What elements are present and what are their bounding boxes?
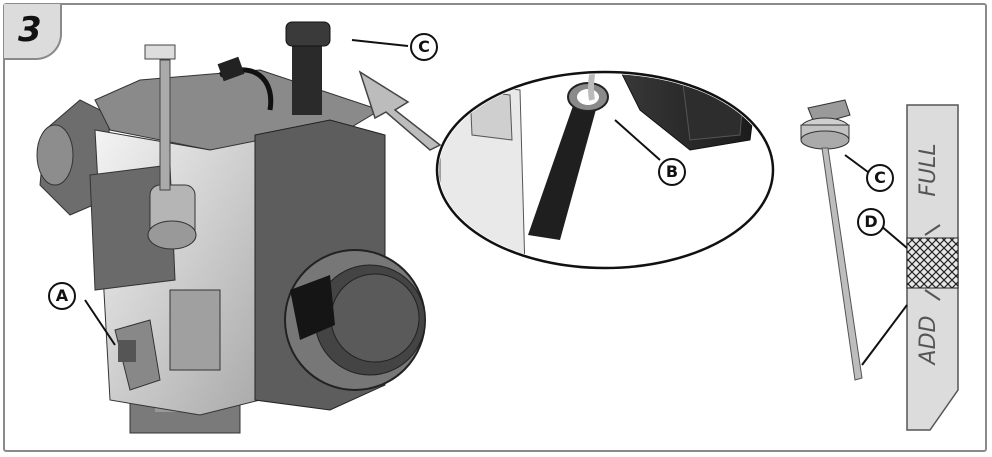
callout-c-dipstick: C <box>866 164 894 192</box>
callout-b: B <box>658 158 686 186</box>
full-mark: FULL <box>916 143 941 196</box>
leader-line-c-dipstick <box>844 154 869 173</box>
engine <box>36 21 426 434</box>
safe-range-hatch <box>906 237 959 289</box>
leader-line-d <box>879 224 908 249</box>
add-mark: ADD <box>916 316 941 367</box>
oil-fill-detail <box>435 70 775 270</box>
leader-line-a <box>84 299 116 346</box>
dipstick: FULL ADD <box>800 99 959 431</box>
callout-a: A <box>48 282 76 310</box>
leader-line-b <box>614 119 661 161</box>
leader-line-dipstick <box>861 304 908 366</box>
step-number: 3 <box>18 10 42 50</box>
callout-c-engine: C <box>410 33 438 61</box>
step-badge: 3 <box>4 4 62 60</box>
leader-line-c-engine <box>351 39 409 47</box>
callout-d: D <box>857 208 885 236</box>
detail-arrow <box>358 70 442 151</box>
